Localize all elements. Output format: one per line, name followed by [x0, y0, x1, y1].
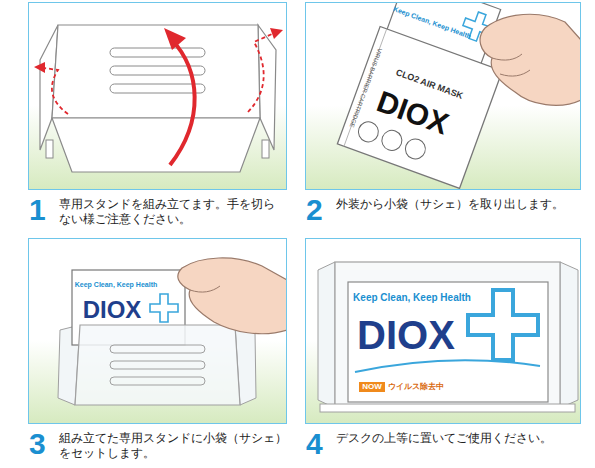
flat-stand: [34, 25, 283, 172]
step-caption: デスクの上等に置いてご使用ください。: [336, 431, 576, 446]
package-text: DIOX: [83, 298, 142, 322]
panel-ground: [305, 238, 581, 424]
step-number: 3: [29, 429, 46, 459]
panel-ground: [305, 2, 581, 190]
package-text: NOW: [359, 382, 385, 392]
step-panel: 3組み立てた専用スタンドに小袋（サシェ） をセットします。: [28, 238, 287, 424]
step-caption: 専用スタンドを組み立てます。手を切ら ない様ご注意ください。: [59, 197, 287, 227]
step-caption: 外装から小袋（サシェ）を取り出します。: [336, 197, 576, 212]
package-text: DIOX: [357, 315, 455, 355]
panel-ground: [28, 2, 287, 190]
step-number: 2: [306, 195, 323, 225]
stand-and-sachet: [58, 258, 287, 405]
package-text: Keep Clean, Keep Health: [75, 281, 157, 288]
package-text: ウイルス除去中: [388, 383, 444, 391]
stand-with-sachet: [318, 262, 578, 412]
package-text: Keep Clean, Keep Health: [353, 293, 471, 303]
step-panel: 1専用スタンドを組み立てます。手を切ら ない様ご注意ください。: [28, 2, 287, 190]
panel-ground: [28, 238, 287, 424]
step-number: 4: [306, 429, 323, 459]
package-and-hand: [337, 2, 581, 188]
step-caption: 組み立てた専用スタンドに小袋（サシェ） をセットします。: [59, 431, 287, 461]
step-number: 1: [29, 195, 46, 225]
